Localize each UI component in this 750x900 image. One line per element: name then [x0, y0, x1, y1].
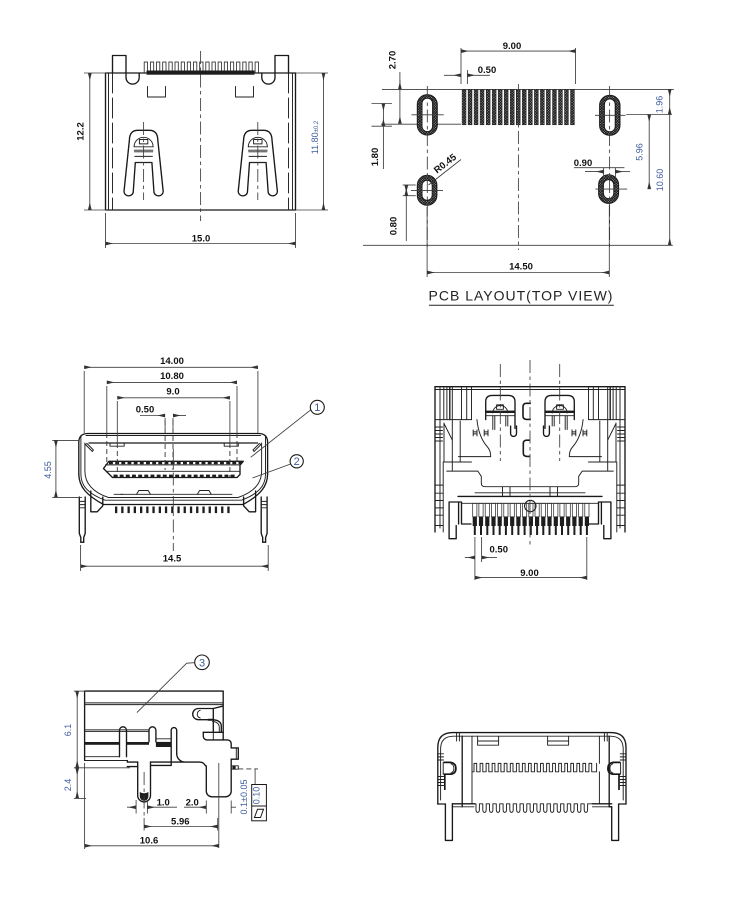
svg-text:14.5: 14.5 [163, 554, 182, 565]
svg-text:11.80±0.2: 11.80±0.2 [310, 120, 320, 154]
svg-text:0.1±0.05: 0.1±0.05 [239, 780, 249, 815]
svg-text:1.80: 1.80 [370, 148, 381, 167]
svg-text:5.96: 5.96 [171, 816, 190, 827]
svg-text:0.50: 0.50 [478, 65, 497, 76]
svg-text:0.50: 0.50 [490, 545, 509, 556]
svg-text:2.4: 2.4 [63, 779, 73, 792]
svg-text:2.70: 2.70 [388, 51, 399, 70]
svg-text:14.00: 14.00 [160, 356, 184, 367]
svg-text:1: 1 [314, 402, 320, 414]
svg-text:4.55: 4.55 [43, 461, 53, 479]
svg-text:1.96: 1.96 [655, 96, 665, 114]
svg-text:2: 2 [294, 456, 300, 468]
svg-text:5.96: 5.96 [635, 143, 645, 161]
svg-text:0.80: 0.80 [389, 217, 400, 236]
svg-text:9.0: 9.0 [166, 387, 179, 398]
svg-text:15.0: 15.0 [192, 234, 211, 245]
svg-text:2.0: 2.0 [186, 797, 199, 808]
svg-text:10.6: 10.6 [140, 836, 159, 847]
svg-text:10.60: 10.60 [655, 169, 665, 192]
svg-text:0.10: 0.10 [252, 787, 262, 805]
svg-text:9.00: 9.00 [520, 568, 539, 579]
svg-text:1.0: 1.0 [157, 797, 170, 808]
svg-text:6.1: 6.1 [63, 724, 73, 737]
svg-text:14.50: 14.50 [509, 262, 533, 273]
svg-text:PCB LAYOUT(TOP VIEW): PCB LAYOUT(TOP VIEW) [429, 288, 614, 304]
svg-text:0.50: 0.50 [136, 405, 155, 416]
svg-text:0.90: 0.90 [574, 158, 593, 169]
svg-text:3: 3 [199, 657, 205, 669]
svg-text:9.00: 9.00 [503, 41, 522, 52]
svg-text:10.80: 10.80 [160, 371, 184, 382]
svg-text:12.2: 12.2 [76, 122, 87, 141]
